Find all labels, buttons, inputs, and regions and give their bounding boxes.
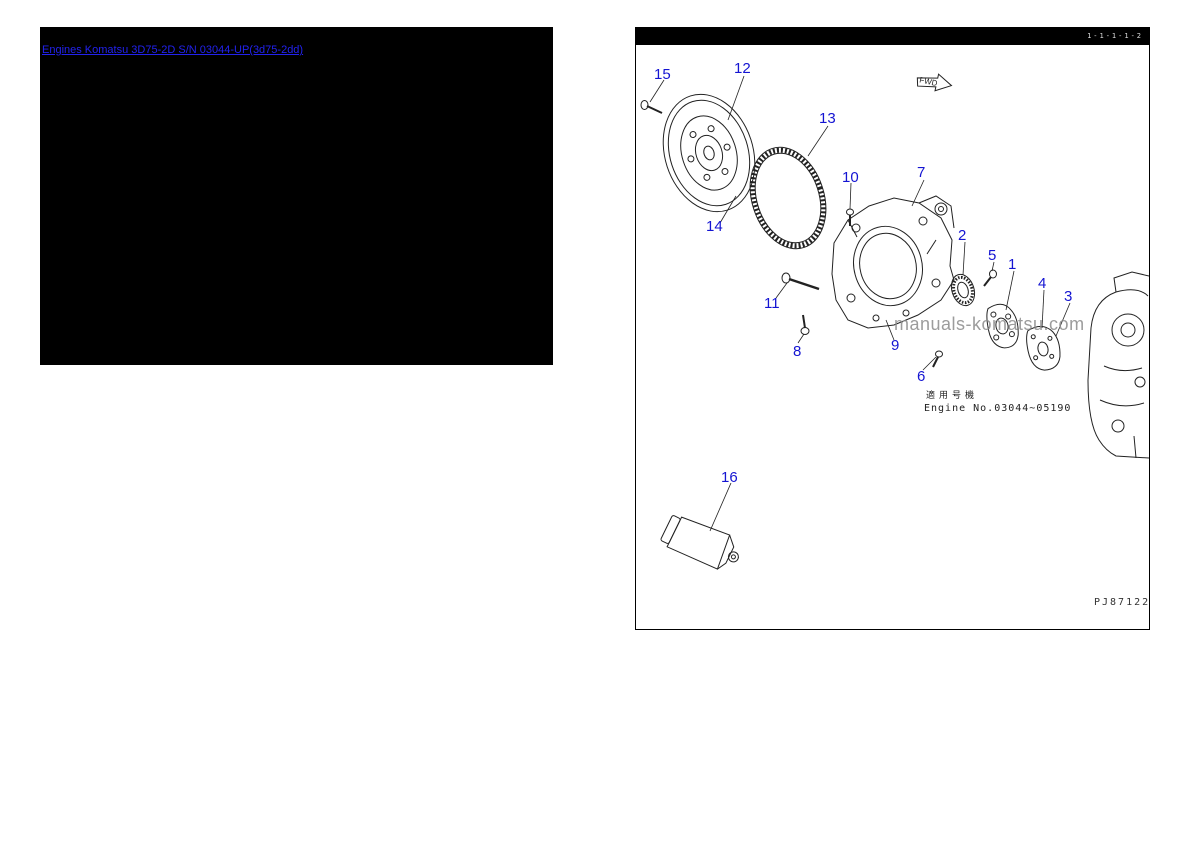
flywheel-drawing <box>662 93 756 213</box>
gasket-drawing <box>1026 325 1061 371</box>
callout-1: 1 <box>1008 256 1017 273</box>
callout-11: 11 <box>764 295 780 312</box>
parts-diagram: FWD <box>640 73 1149 570</box>
callout-6: 6 <box>917 368 926 385</box>
slinger-ring-drawing <box>950 273 976 307</box>
callout-2: 2 <box>958 227 967 244</box>
callout-13: 13 <box>819 110 836 127</box>
bolt-15-drawing <box>640 100 663 114</box>
left-black-panel: Engines Komatsu 3D75-2D S/N 03044-UP(3d7… <box>40 27 553 365</box>
bolt-11-drawing <box>781 272 820 291</box>
engine-serial-range: Engine No.03044~05190 <box>924 403 1072 414</box>
flywheel-housing-drawing <box>831 195 955 329</box>
callout-3: 3 <box>1064 288 1073 305</box>
callout-4: 4 <box>1038 275 1047 292</box>
drawing-number: PJ87122 <box>1094 597 1151 608</box>
callout-9: 9 <box>891 337 900 354</box>
ring-gear-drawing <box>749 146 827 250</box>
bolt-6-drawing <box>932 350 943 368</box>
parts-page-link[interactable]: Engines Komatsu 3D75-2D S/N 03044-UP(3d7… <box>42 44 304 56</box>
callout-5: 5 <box>988 247 997 264</box>
bolt-8-drawing <box>800 314 810 335</box>
bolt-5-drawing <box>983 269 997 287</box>
panel-topbar: 1-1-1-1-2 <box>636 28 1149 45</box>
callout-7: 7 <box>917 164 926 181</box>
fwd-arrow-icon: FWD <box>916 73 953 92</box>
seal-cover-drawing <box>986 303 1019 349</box>
fwd-label: FWD <box>919 75 939 88</box>
parts-diagram-panel: 1-1-1-1-2 FWD <box>635 27 1150 630</box>
callout-16: 16 <box>721 469 738 486</box>
applicable-machines-label: 適用号機 <box>926 390 979 400</box>
callout-14: 14 <box>706 218 723 235</box>
callout-10: 10 <box>842 169 859 186</box>
callout-8: 8 <box>793 343 802 360</box>
sealant-tube-drawing <box>660 515 739 570</box>
leader-lines <box>649 75 1071 532</box>
engine-block-drawing <box>1087 271 1149 459</box>
callout-12: 12 <box>734 60 751 77</box>
callout-15: 15 <box>654 66 671 83</box>
topbar-code: 1-1-1-1-2 <box>1087 32 1143 40</box>
